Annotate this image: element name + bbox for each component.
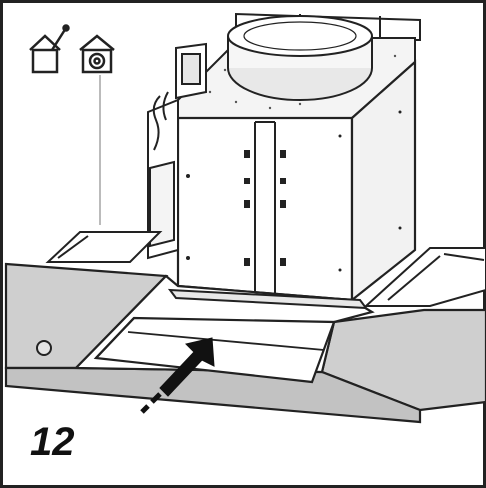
motor-fan-ring [227, 15, 373, 101]
house-with-duct-vent-icon [29, 24, 70, 74]
filter-frame-edge [167, 288, 369, 310]
house-with-recirculation-icon [79, 34, 115, 74]
back-rail-right [363, 247, 486, 307]
back-rail-left [45, 231, 163, 263]
control-box [147, 91, 179, 260]
hood-body-side [350, 59, 417, 303]
insert-arrow-icon [140, 337, 215, 414]
cooktop-knob [36, 340, 52, 356]
mounting-bracket-left [175, 42, 207, 100]
hood-front-channel [254, 121, 276, 294]
hood-clips [186, 110, 402, 272]
hood-body-front [176, 116, 354, 302]
step-number: 12 [30, 420, 75, 464]
